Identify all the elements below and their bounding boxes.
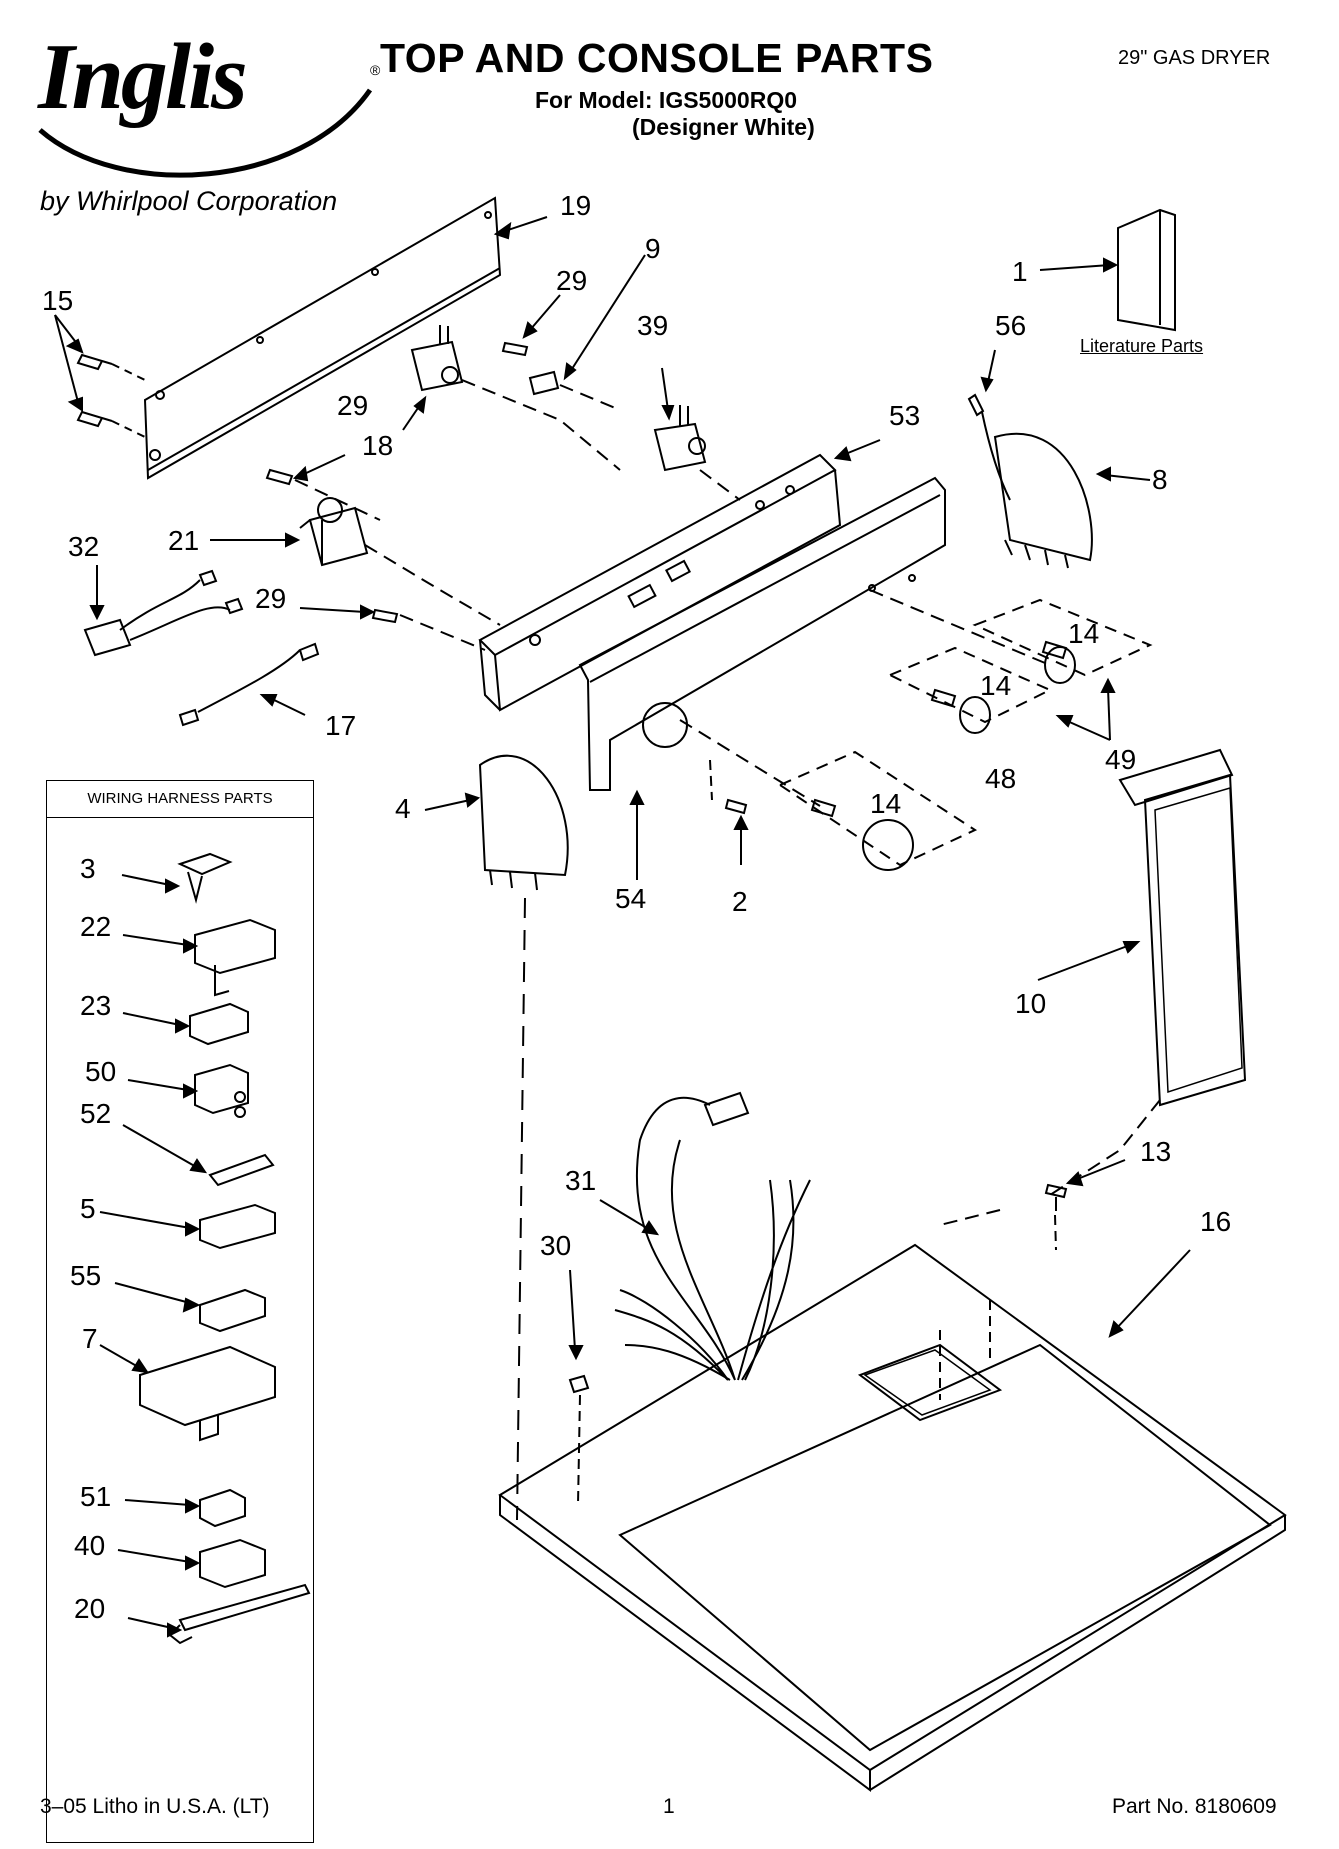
harness-callout-50: 50: [85, 1056, 117, 1087]
harness-callout-40: 40: [74, 1530, 106, 1561]
callout-29-b: 29: [337, 390, 369, 421]
part-15-screw: [76, 353, 113, 371]
part-8-endcap: [993, 432, 1093, 562]
brand-byline: by Whirlpool Corporation: [40, 186, 338, 216]
callout-29: 29: [556, 265, 588, 296]
part-18-switch: [410, 325, 464, 392]
part-29-screw-3: [371, 608, 399, 624]
callout-48: 48: [985, 763, 1017, 794]
part-3-clip: [177, 852, 233, 904]
part-55-connector: [199, 1288, 266, 1333]
callout-10: 10: [1015, 988, 1047, 1019]
callout-14-b: 14: [980, 670, 1012, 701]
part-21-timer: [299, 506, 369, 567]
callout-19: 19: [560, 190, 592, 221]
part-54-console: [578, 476, 946, 791]
part-32-harness: [83, 579, 231, 657]
part-29-screw: [501, 341, 529, 357]
part-30-clip: [568, 1374, 590, 1394]
harness-callout-5: 5: [80, 1193, 96, 1224]
callout-9: 9: [645, 233, 661, 264]
callout-31: 31: [565, 1165, 597, 1196]
callout-1: 1: [1012, 256, 1028, 287]
part-29-screw-2: [265, 468, 294, 486]
part-19-shield-panel: [143, 196, 502, 480]
callout-53: 53: [889, 400, 921, 431]
callout-15: 15: [42, 285, 74, 316]
part-51-connector: [199, 1488, 246, 1528]
callout-54: 54: [615, 883, 647, 914]
part-7-connector: [139, 1345, 276, 1442]
litho-info: 3–05 Litho in U.S.A. (LT): [40, 1795, 270, 1818]
callout-14-c: 14: [870, 788, 902, 819]
part-13-screw: [1044, 1183, 1068, 1211]
part-9-clip: [528, 370, 560, 396]
callout-2: 2: [732, 886, 748, 917]
callout-13: 13: [1140, 1136, 1172, 1167]
color-line: (Designer White): [632, 114, 815, 140]
callout-49: 49: [1105, 744, 1137, 775]
part-31-main-harness: [635, 1096, 811, 1381]
part-10-lint-screen: [1143, 773, 1247, 1107]
part-2-screw: [724, 798, 748, 815]
harness-callout-52: 52: [80, 1098, 112, 1129]
callout-16: 16: [1200, 1206, 1232, 1237]
callout-32: 32: [68, 531, 100, 562]
part-17-harness: [178, 642, 320, 727]
harness-callout-23: 23: [80, 990, 112, 1021]
part-23-connector: [189, 1002, 249, 1046]
callout-8: 8: [1152, 464, 1168, 495]
callout-30: 30: [540, 1230, 572, 1261]
part-50-connector: [194, 1063, 249, 1115]
part-39-switch: [653, 405, 707, 472]
page-title: TOP AND CONSOLE PARTS: [380, 35, 934, 81]
product-type: 29" GAS DRYER: [1118, 47, 1271, 69]
part-16-top-panel: [498, 1243, 1287, 1772]
callout-56: 56: [995, 310, 1027, 341]
harness-callout-51: 51: [80, 1481, 112, 1512]
callout-4: 4: [395, 793, 411, 824]
part-number: Part No. 8180609: [1112, 1795, 1277, 1818]
callout-18: 18: [362, 430, 394, 461]
part-22-connector: [194, 918, 276, 997]
logo-swoosh: [38, 88, 373, 178]
part-14-knob-3: [810, 798, 837, 818]
part-1-literature: [1117, 208, 1176, 332]
literature-parts-label: Literature Parts: [1080, 336, 1204, 356]
callout-21: 21: [168, 525, 200, 556]
registered-mark: ®: [370, 62, 381, 78]
part-52-terminal: [208, 1153, 275, 1187]
model-line: For Model: IGS5000RQ0: [535, 87, 798, 113]
harness-callout-55: 55: [70, 1260, 102, 1291]
callout-17: 17: [325, 710, 357, 741]
part-15-screw-2: [76, 410, 113, 428]
part-40-connector: [199, 1538, 266, 1589]
wiring-harness-title: WIRING HARNESS PARTS: [46, 780, 314, 818]
wiring-harness-box: [46, 780, 314, 1843]
brand-logo: Inglis: [38, 25, 248, 129]
part-14-knob-1: [1041, 640, 1068, 660]
part-5-connector: [199, 1203, 276, 1250]
page-number: 1: [663, 1795, 675, 1818]
part-56-screw: [967, 393, 985, 417]
callout-14-a: 14: [1068, 618, 1100, 649]
harness-callout-7: 7: [82, 1323, 98, 1354]
callout-39: 39: [637, 310, 669, 341]
harness-callout-20: 20: [74, 1593, 106, 1624]
harness-callout-22: 22: [80, 911, 112, 942]
callout-29-c: 29: [255, 583, 287, 614]
harness-callout-3: 3: [80, 853, 96, 884]
part-4-endcap: [478, 754, 569, 877]
